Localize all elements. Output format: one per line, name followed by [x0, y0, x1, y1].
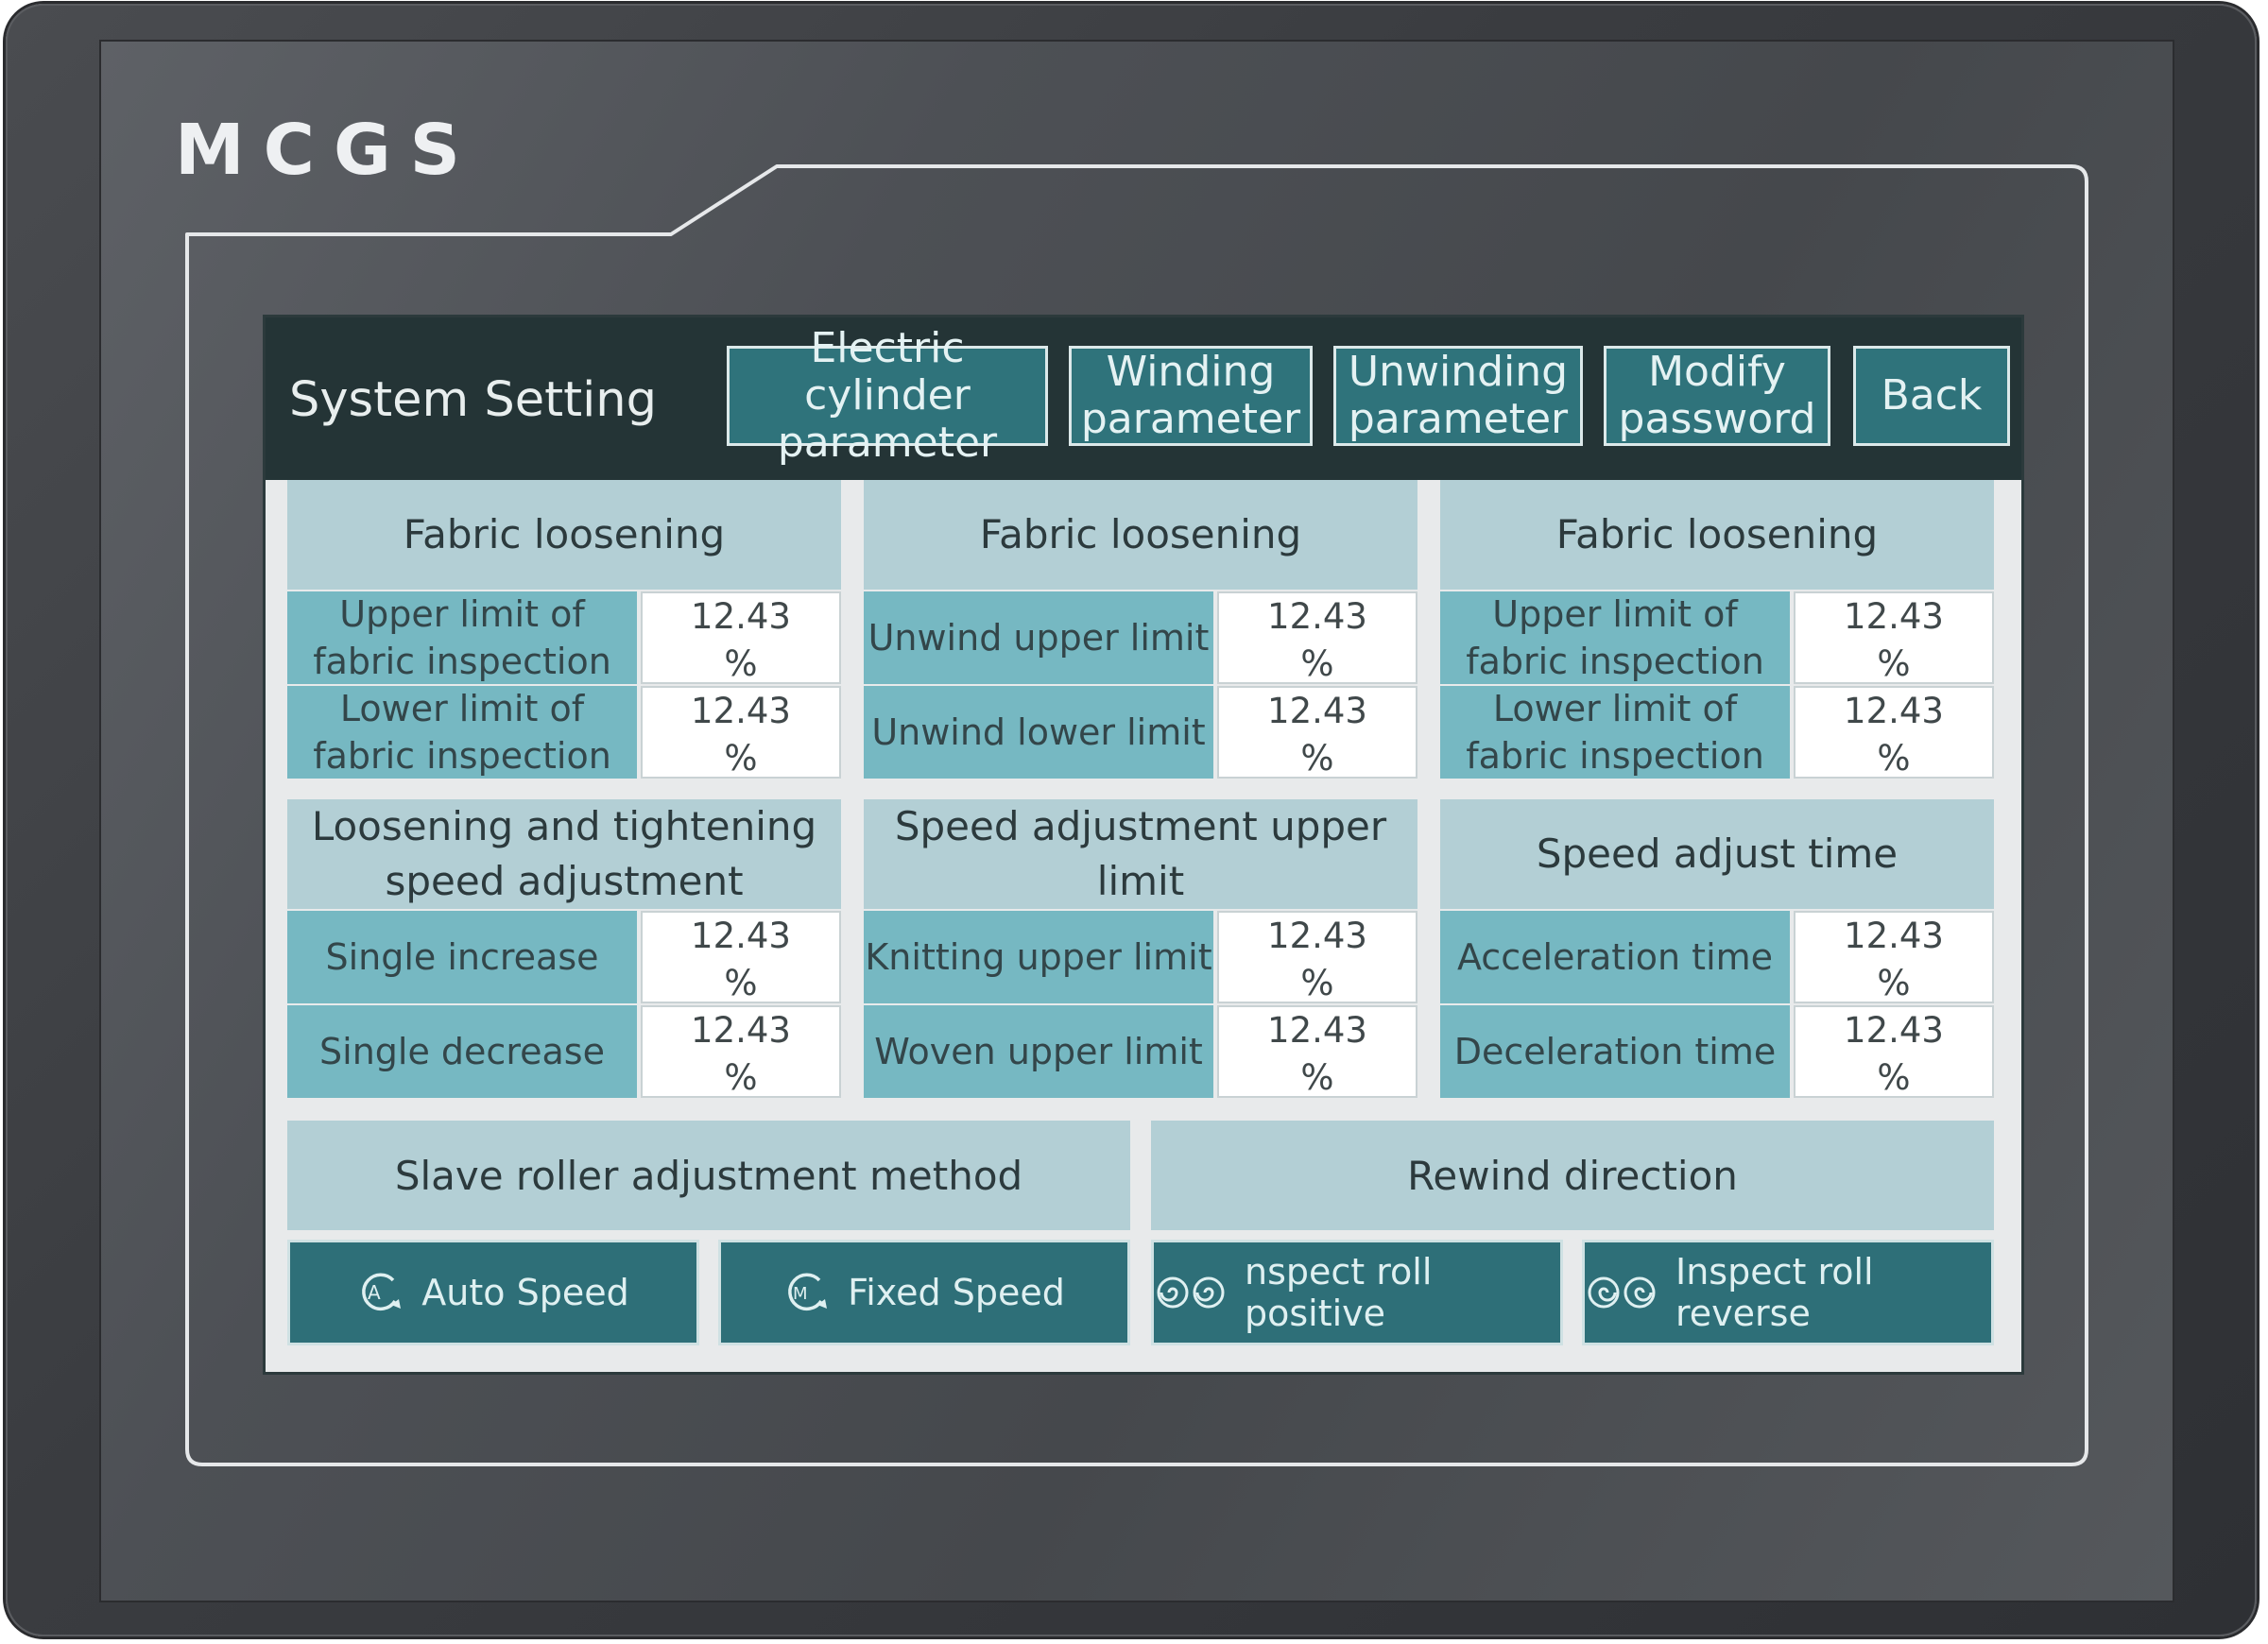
value-field[interactable]: 12.43%: [1217, 1005, 1418, 1098]
button-label-line2: parameter: [777, 419, 998, 467]
manual-rotate-icon: M: [788, 1273, 828, 1311]
svg-text:M: M: [793, 1284, 808, 1304]
row-label: Unwind upper limit: [864, 591, 1213, 684]
row-label: Upper limit of fabric inspection: [287, 591, 637, 684]
fixed-speed-button[interactable]: M Fixed Speed: [718, 1240, 1130, 1345]
back-button-label: Back: [1881, 371, 1983, 420]
auto-speed-label: Auto Speed: [421, 1272, 629, 1313]
button-label-line2: password: [1618, 395, 1816, 443]
roll-positive-icon: [1157, 1276, 1225, 1309]
row-label: Single increase: [287, 911, 637, 1003]
value-field[interactable]: 12.43%: [641, 686, 841, 779]
svg-text:A: A: [368, 1281, 381, 1304]
panel-fabric-loosening-2: Fabric loosening Unwind upper limit 12.4…: [864, 480, 1418, 779]
row-label: Upper limit of fabric inspection: [1440, 591, 1790, 684]
button-label-line2: parameter: [1348, 395, 1569, 443]
row-label: Deceleration time: [1440, 1005, 1790, 1098]
value-field[interactable]: 12.43%: [1794, 911, 1994, 1003]
page-title: System Setting: [289, 372, 657, 428]
auto-speed-button[interactable]: A Auto Speed: [287, 1240, 699, 1345]
panel-title: Fabric loosening: [1440, 480, 1994, 590]
panel-speed-adjustment: Loosening and tightening speed adjustmen…: [287, 799, 841, 1098]
value-field[interactable]: 12.43%: [1217, 911, 1418, 1003]
panel-title: Fabric loosening: [287, 480, 841, 590]
panel-fabric-loosening-3: Fabric loosening Upper limit of fabric i…: [1440, 480, 1994, 779]
roll-reverse-icon: [1588, 1276, 1656, 1309]
button-label-line1: Unwinding: [1348, 348, 1569, 396]
inspect-roll-positive-label: nspect roll positive: [1245, 1251, 1433, 1334]
inspect-roll-reverse-label: Inspect roll reverse: [1675, 1251, 1874, 1334]
value-field[interactable]: 12.43%: [1794, 1005, 1994, 1098]
value-field[interactable]: 12.43%: [641, 591, 841, 684]
value-field[interactable]: 12.43%: [641, 911, 841, 1003]
value-field[interactable]: 12.43%: [1217, 686, 1418, 779]
panel-title: Loosening and tightening speed adjustmen…: [287, 799, 841, 909]
row-label: Acceleration time: [1440, 911, 1790, 1003]
button-label-line2: parameter: [1080, 395, 1301, 443]
fixed-speed-label: Fixed Speed: [848, 1272, 1065, 1313]
row-label: Lower limit of fabric inspection: [287, 686, 637, 779]
button-label-line1: Modify: [1648, 348, 1786, 396]
slave-roller-title: Slave roller adjustment method: [287, 1121, 1130, 1230]
panel-title: Speed adjust time: [1440, 799, 1994, 909]
back-button[interactable]: Back: [1853, 346, 2010, 446]
button-label-line1: Electric cylinder: [804, 324, 971, 420]
brand-logo: MCGS: [175, 110, 479, 191]
rewind-direction-title: Rewind direction: [1151, 1121, 1994, 1230]
row-label: Woven upper limit: [864, 1005, 1213, 1098]
panel-fabric-loosening-1: Fabric loosening Upper limit of fabric i…: [287, 480, 841, 779]
auto-rotate-icon: A: [362, 1273, 402, 1311]
panel-title: Fabric loosening: [864, 480, 1418, 590]
inspect-roll-positive-button[interactable]: nspect roll positive: [1151, 1240, 1563, 1345]
row-label: Single decrease: [287, 1005, 637, 1098]
value-field[interactable]: 12.43%: [1217, 591, 1418, 684]
panel-speed-upper-limit: Speed adjustment upper limit Knitting up…: [864, 799, 1418, 1098]
inspect-roll-reverse-button[interactable]: Inspect roll reverse: [1582, 1240, 1994, 1345]
button-label-line1: Winding: [1106, 348, 1276, 396]
panel-speed-adjust-time: Speed adjust time Acceleration time 12.4…: [1440, 799, 1994, 1098]
value-field[interactable]: 12.43%: [1794, 591, 1994, 684]
value-field[interactable]: 12.43%: [1794, 686, 1994, 779]
row-label: Lower limit of fabric inspection: [1440, 686, 1790, 779]
value-field[interactable]: 12.43%: [641, 1005, 841, 1098]
panel-title: Speed adjustment upper limit: [864, 799, 1418, 909]
row-label: Knitting upper limit: [864, 911, 1213, 1003]
row-label: Unwind lower limit: [864, 686, 1213, 779]
